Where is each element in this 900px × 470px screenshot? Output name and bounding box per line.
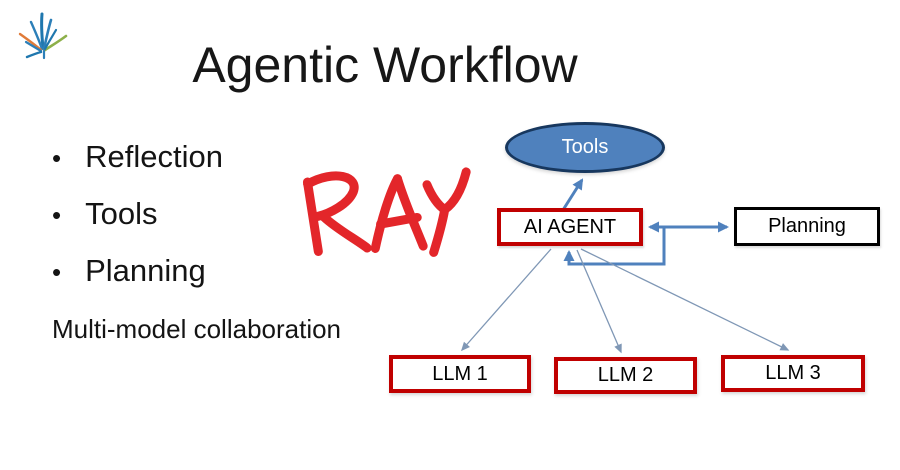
bullet-icon: • — [52, 199, 62, 230]
node-planning: Planning — [734, 207, 880, 246]
ray-annotation: RAY — [293, 166, 483, 264]
node-tools: Tools — [505, 122, 665, 173]
node-planning-label: Planning — [768, 215, 846, 237]
node-tools-label: Tools — [561, 136, 609, 158]
node-ai-agent: AI AGENT — [497, 208, 643, 246]
edge-agent-to-llm2 — [576, 249, 622, 354]
list-item: • Reflection — [52, 128, 365, 185]
node-llm2-label: LLM 2 — [597, 364, 654, 386]
edge-agent-to-tools — [561, 178, 584, 211]
ray-handwriting-icon — [302, 167, 471, 257]
edge-agent-to-llm3 — [580, 248, 790, 351]
node-llm1: LLM 1 — [389, 355, 531, 393]
list-item: • Tools — [52, 185, 365, 242]
list-item: • Planning — [52, 242, 365, 299]
node-llm1-label: LLM 1 — [432, 362, 488, 385]
page-title: Agentic Workflow — [192, 37, 578, 93]
bullet-list: • Reflection • Tools • Planning Multi-mo… — [52, 128, 365, 356]
node-ai-agent-label: AI AGENT — [523, 215, 617, 238]
bullet-label: Tools — [85, 195, 158, 231]
node-llm3-label: LLM 3 — [765, 362, 821, 384]
bullet-icon: • — [52, 256, 62, 287]
list-item: Multi-model collaboration — [52, 299, 365, 356]
node-llm3: LLM 3 — [721, 355, 865, 392]
node-llm2: LLM 2 — [554, 357, 697, 394]
bullet-label: Reflection — [85, 138, 223, 174]
bullet-icon: Multi-model collaboration — [52, 313, 342, 344]
edge-agent-to-llm1 — [461, 248, 552, 352]
bullet-label: Planning — [85, 252, 206, 288]
starburst-logo-icon — [18, 12, 68, 60]
bullet-icon: • — [52, 142, 62, 173]
